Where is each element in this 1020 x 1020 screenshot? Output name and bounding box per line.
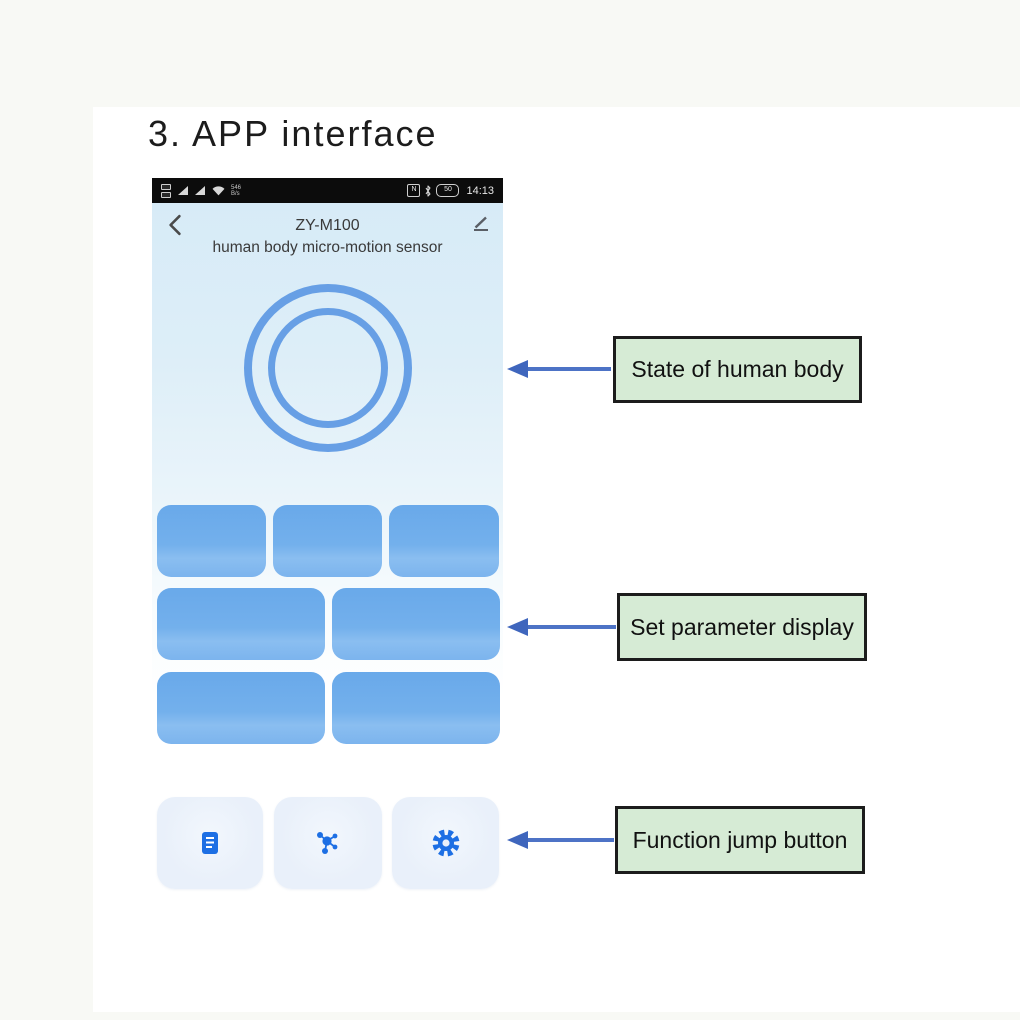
network-icon <box>317 832 338 854</box>
device-name: ZY-M100 <box>295 217 360 234</box>
callout-arrow <box>527 367 611 371</box>
settings-button[interactable] <box>392 797 499 889</box>
phone-screenshot: 546 B/s N 50 14:13 ZY-M100 human body <box>152 178 503 890</box>
status-bar-right: N 50 14:13 <box>407 184 494 197</box>
parameter-tile[interactable] <box>157 505 266 577</box>
callout-label: Set parameter display <box>630 613 854 640</box>
callout-set-parameter-display: Set parameter display <box>617 593 867 661</box>
parameter-tile[interactable] <box>157 672 325 744</box>
parameter-tile[interactable] <box>332 672 500 744</box>
device-subtitle: human body micro-motion sensor <box>212 239 443 256</box>
back-icon[interactable] <box>165 214 185 236</box>
battery-icon: 50 <box>436 184 460 197</box>
parameter-tile[interactable] <box>389 505 499 577</box>
edit-icon[interactable] <box>469 212 493 236</box>
callout-label: Function jump button <box>632 826 848 853</box>
status-time: 14:13 <box>466 184 494 197</box>
callout-arrow <box>527 838 614 842</box>
document-icon <box>202 832 218 854</box>
app-screen: ZY-M100 human body micro-motion sensor <box>152 203 503 890</box>
signal-icon <box>178 186 188 195</box>
records-button[interactable] <box>157 797 263 889</box>
body-state-ring-outer <box>244 284 412 452</box>
status-bar-left: 546 B/s <box>161 183 242 198</box>
callout-label: State of human body <box>631 356 844 382</box>
callout-arrowhead <box>507 360 528 378</box>
parameter-tile[interactable] <box>273 505 382 577</box>
status-bar: 546 B/s N 50 14:13 <box>152 178 503 203</box>
page-title: 3. APP interface <box>148 113 438 154</box>
wifi-icon <box>212 186 225 196</box>
app-header: ZY-M100 human body micro-motion sensor <box>152 203 503 263</box>
signal-icon <box>195 186 205 195</box>
callout-arrow <box>527 625 616 629</box>
callout-arrowhead <box>507 831 528 849</box>
parameter-tile[interactable] <box>332 588 500 660</box>
gear-icon <box>432 829 459 857</box>
network-speed: 546 B/s <box>231 184 242 197</box>
sim-cards-icon <box>161 183 171 198</box>
callout-state-of-human-body: State of human body <box>613 336 862 403</box>
nfc-icon: N <box>407 184 421 197</box>
callout-function-jump-button: Function jump button <box>615 806 865 874</box>
parameter-tile[interactable] <box>157 588 325 660</box>
body-state-ring-inner <box>268 308 388 428</box>
linkage-button[interactable] <box>274 797 382 889</box>
callout-arrowhead <box>507 618 528 636</box>
bluetooth-icon <box>426 184 432 197</box>
